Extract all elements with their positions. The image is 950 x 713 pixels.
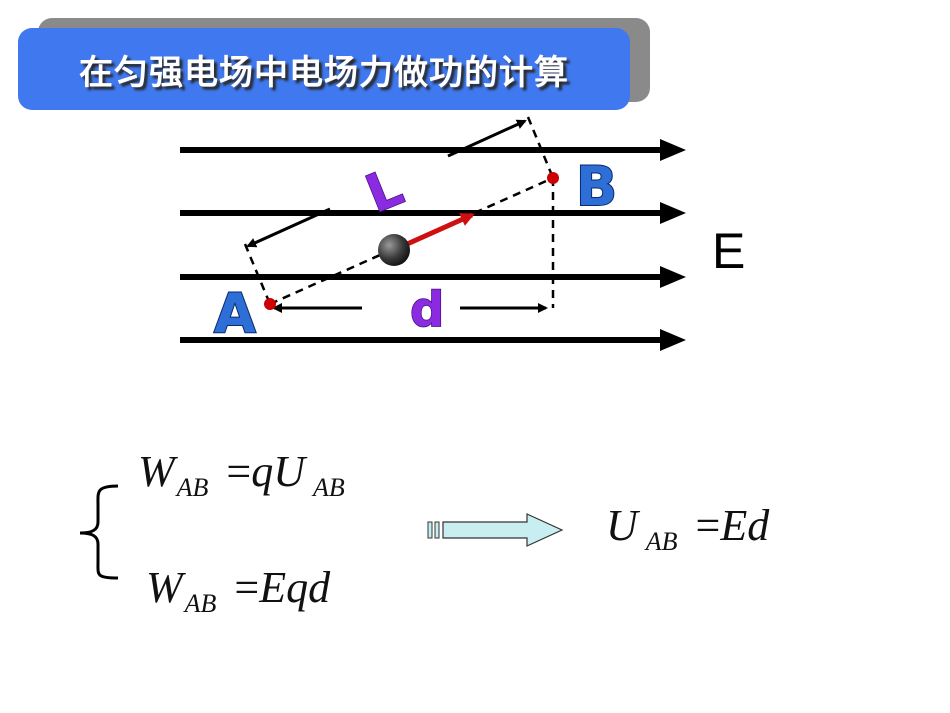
- end-cap-b-dashed: [526, 116, 555, 179]
- field-line: [180, 202, 686, 224]
- field-line: [180, 139, 686, 161]
- point-b-label: B: [576, 155, 617, 218]
- equation-work-qu: W AB = qU AB: [138, 446, 345, 502]
- field-line: [180, 266, 686, 288]
- point-a-dot: [264, 298, 276, 310]
- eq1-rhs-subscript: AB: [313, 473, 345, 502]
- brace-icon: [79, 484, 119, 580]
- eq2-operator: =: [234, 563, 260, 612]
- result-lhs-subscript: AB: [645, 527, 678, 556]
- eq1-lhs-subscript: AB: [176, 473, 209, 502]
- field-line: [180, 329, 686, 351]
- eq2-lhs: W: [146, 563, 183, 612]
- eq1-rhs: qU: [251, 447, 306, 496]
- distance-label: d: [410, 282, 444, 338]
- implies-arrow-icon: [427, 513, 564, 547]
- charge-particle: [378, 234, 410, 266]
- result-rhs: Ed: [720, 501, 770, 550]
- title-banner: 在匀强电场中电场力做功的计算: [18, 28, 630, 110]
- force-arrow: [403, 212, 475, 248]
- eq2-rhs: Eqd: [259, 563, 331, 612]
- point-a-label: A: [214, 282, 256, 345]
- point-b-dot: [547, 172, 559, 184]
- eq2-lhs-subscript: AB: [184, 589, 217, 618]
- length-arrow-right: [447, 119, 527, 158]
- eq1-lhs: W: [138, 447, 175, 496]
- field-label: E: [712, 223, 745, 279]
- field-lines: [180, 139, 686, 351]
- result-operator: =: [695, 501, 721, 550]
- end-cap-a-dashed: [243, 243, 272, 305]
- eq1-operator: =: [226, 447, 252, 496]
- equation-result: U AB = Ed: [606, 500, 770, 556]
- result-lhs: U: [606, 501, 638, 550]
- length-arrow-left: [246, 207, 331, 248]
- page-title: 在匀强电场中电场力做功的计算: [79, 52, 569, 93]
- equation-work-eqd: W AB = Eqd: [146, 562, 331, 618]
